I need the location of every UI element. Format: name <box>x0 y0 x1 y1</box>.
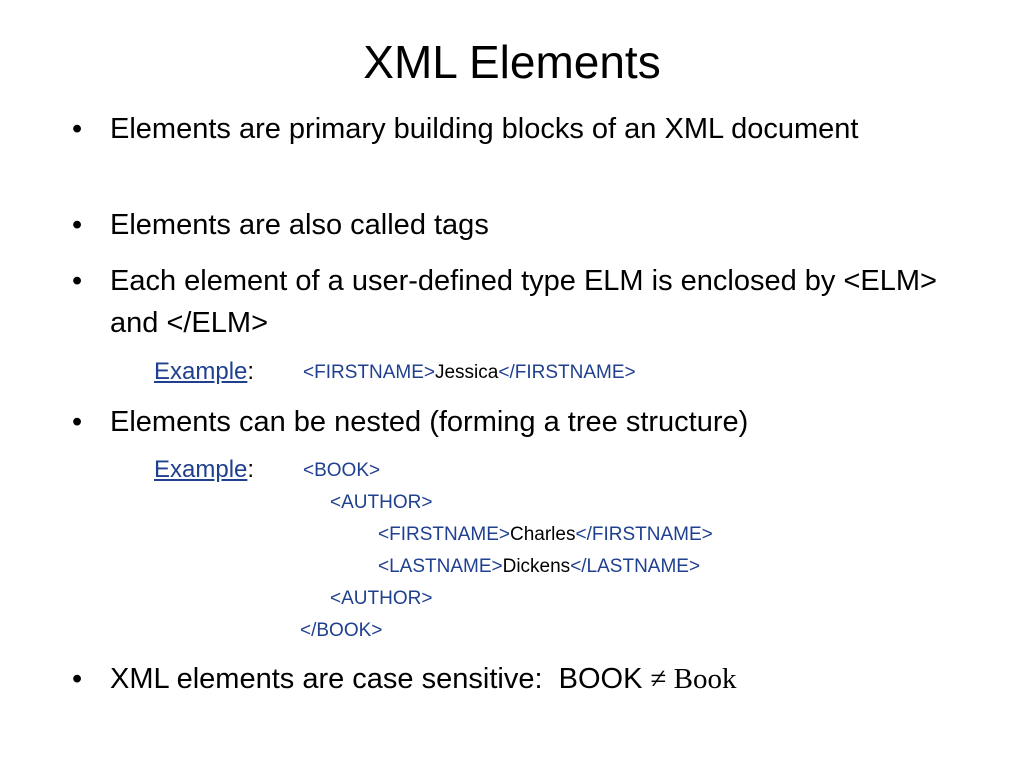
code-book-open: <BOOK> <box>303 460 381 481</box>
bullet-text: Elements are primary building blocks of … <box>110 113 859 145</box>
bullet-item: • XML elements are case sensitive: BOOK … <box>72 658 972 700</box>
code-open-tag: <FIRSTNAME> <box>378 524 510 545</box>
code-close-tag: </FIRSTNAME> <box>575 524 713 545</box>
bullet-dot: • <box>72 265 83 297</box>
bullet-text: Elements are also called tags <box>110 209 489 241</box>
code-author-close: <AUTHOR> <box>330 588 433 609</box>
example-2-colon: : <box>247 456 255 483</box>
bullet-text: Elements can be nested (forming a tree s… <box>110 406 749 438</box>
example-2-label: Example: <box>154 455 254 485</box>
bullet-item: • Elements can be nested (forming a tree… <box>72 401 972 443</box>
bullet-item: • Elements are also called tags <box>72 204 972 246</box>
code-close-tag: </LASTNAME> <box>570 556 701 577</box>
bullet-item: • Elements are primary building blocks o… <box>72 108 972 150</box>
bullet-text: Each element of a user-defined type ELM … <box>110 265 937 339</box>
example-2-word: Example <box>154 456 248 483</box>
bullet-item: • Each element of a user-defined type EL… <box>72 260 972 344</box>
book-word: Book <box>666 663 737 695</box>
bullet-dot: • <box>72 113 83 145</box>
bullet-dot: • <box>72 406 83 438</box>
code-firstname-line: <FIRSTNAME>Charles</FIRSTNAME> <box>378 520 713 550</box>
slide-title: XML Elements <box>363 36 661 88</box>
case-text: XML elements are case sensitive: BOOK <box>110 663 651 695</box>
code-value: Jessica <box>434 362 499 383</box>
example-1-code: <FIRSTNAME>Jessica</FIRSTNAME> <box>303 358 636 388</box>
code-lastname-line: <LASTNAME>Dickens</LASTNAME> <box>378 552 700 582</box>
example-1-colon: : <box>247 358 255 385</box>
code-book-close: </BOOK> <box>300 620 383 641</box>
code-value: Charles <box>509 524 576 545</box>
code-author-open: <AUTHOR> <box>330 492 433 513</box>
code-open-tag: <LASTNAME> <box>378 556 503 577</box>
bullet-dot: • <box>72 663 83 695</box>
example-1-word: Example <box>154 358 248 385</box>
not-equal-symbol: ≠ <box>650 663 667 695</box>
code-close-tag: </FIRSTNAME> <box>498 362 636 383</box>
bullet-dot: • <box>72 209 83 241</box>
code-open-tag: <FIRSTNAME> <box>303 362 435 383</box>
bullet-text: XML elements are case sensitive: BOOK ≠ … <box>110 658 972 700</box>
code-value: Dickens <box>502 556 571 577</box>
example-1-label: Example: <box>154 357 254 387</box>
